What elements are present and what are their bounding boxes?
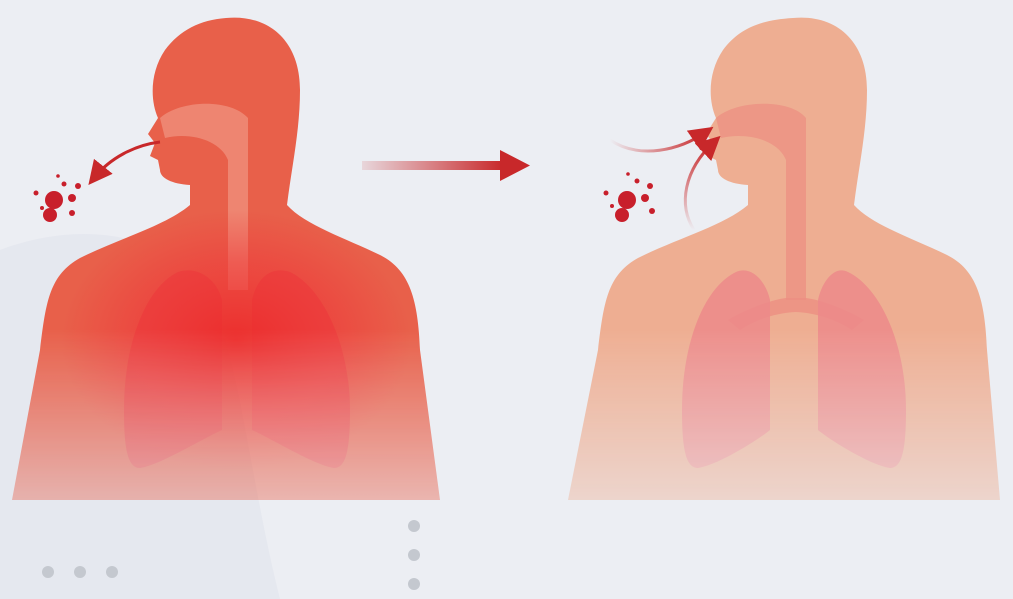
decor-dot-horizontal-3 [106, 566, 118, 578]
exhale-arrow [94, 142, 160, 178]
decor-dot-horizontal-2 [74, 566, 86, 578]
transmission-arrow [362, 150, 530, 181]
healthy-body-silhouette [568, 18, 1000, 500]
decor-dot-horizontal-1 [42, 566, 54, 578]
decor-dot-vertical-3 [408, 578, 420, 590]
decor-dot-vertical-2 [408, 549, 420, 561]
inhaled-droplets [604, 172, 656, 222]
healthy-person-figure [568, 18, 1000, 500]
inhale-arrow-upper [610, 132, 706, 151]
infection-glow [61, 210, 411, 470]
decor-dot-vertical-1 [408, 520, 420, 532]
exhaled-droplets [34, 174, 82, 222]
